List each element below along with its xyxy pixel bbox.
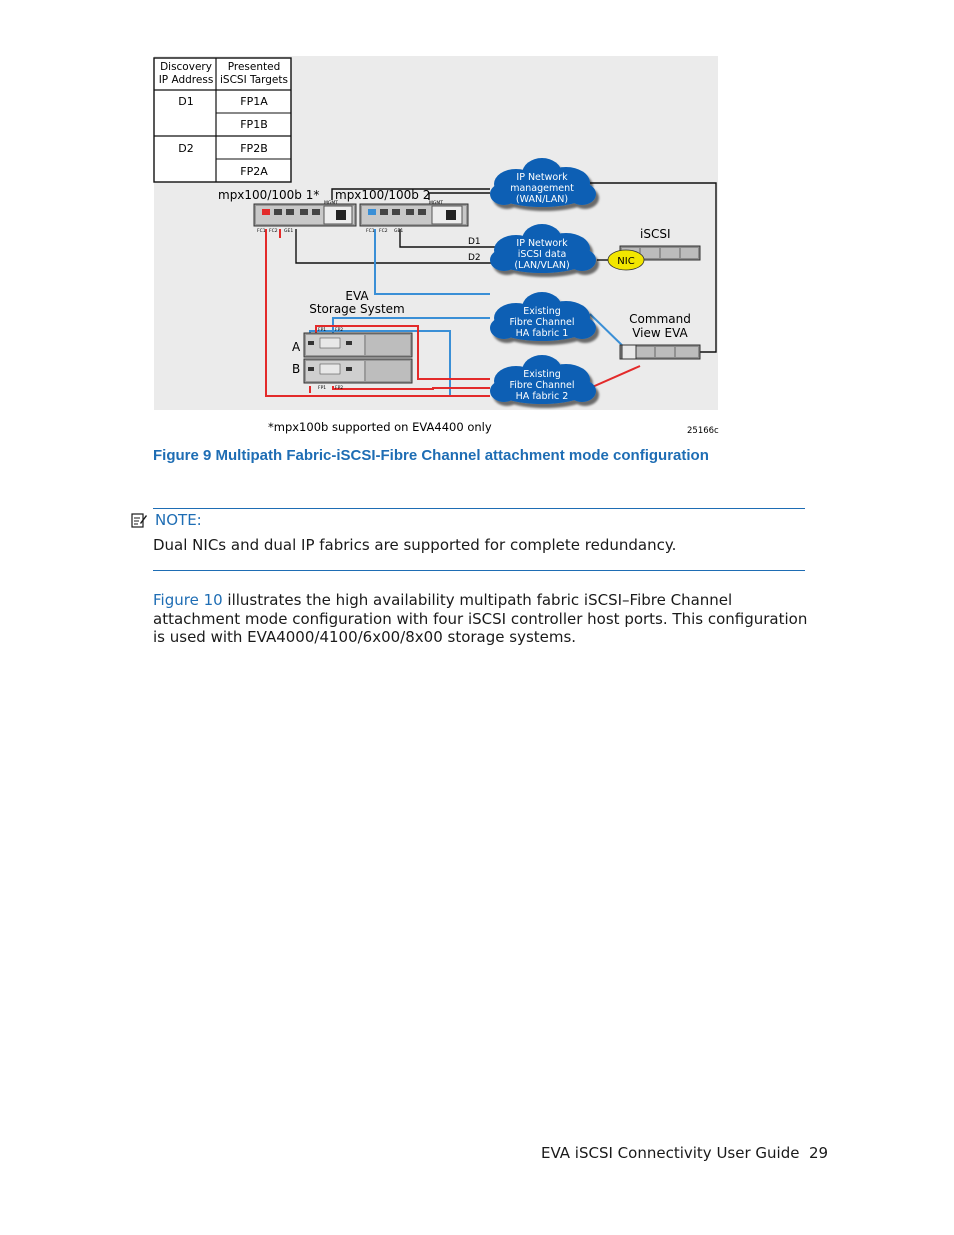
figure-10-link[interactable]: Figure 10 <box>153 591 223 609</box>
controller-a-label: A <box>292 340 301 354</box>
iscsi-host-label: iSCSI <box>640 227 671 241</box>
command-view-label-1: Command <box>629 312 691 326</box>
body-paragraph: Figure 10 illustrates the high availabil… <box>153 591 813 647</box>
note-rule-bottom <box>153 570 805 571</box>
table-cell-fp1b: FP1B <box>240 118 268 131</box>
mpx-router-2: MGMT FC1 FC2 GE1 <box>359 200 469 234</box>
table-cell-d1: D1 <box>178 95 193 108</box>
svg-text:FP1: FP1 <box>318 385 326 391</box>
svg-text:FC2: FC2 <box>269 228 278 234</box>
svg-text:Fibre Channel: Fibre Channel <box>509 380 574 391</box>
cloud-ip-iscsi-data: IP Network iSCSI data (LAN/VLAN) <box>490 224 596 273</box>
table-cell-d2: D2 <box>178 142 193 155</box>
svg-text:FP1: FP1 <box>318 327 326 333</box>
cloud-ip-management: IP Network management (WAN/LAN) <box>490 158 596 207</box>
connection-lines <box>265 182 717 397</box>
table-cell-fp2b: FP2B <box>240 142 268 155</box>
svg-text:HA fabric 1: HA fabric 1 <box>516 328 569 339</box>
connectivity-diagram: Discovery IP Address Presented iSCSI Tar… <box>150 56 720 438</box>
paragraph-text: illustrates the high availability multip… <box>153 591 808 646</box>
eva-controller-b: FP1 FP2 <box>303 358 413 391</box>
footer-page-number: 29 <box>809 1144 829 1162</box>
svg-text:FP2: FP2 <box>335 385 343 391</box>
svg-text:GE1: GE1 <box>394 228 403 234</box>
mpx2-label: mpx100/100b 2 <box>335 188 430 202</box>
table-cell-fp1a: FP1A <box>240 95 268 108</box>
svg-text:MGMT: MGMT <box>324 200 338 206</box>
mpx-router-1: MGMT FC1 FC2 GE1 <box>253 200 357 234</box>
cloud-fabric-2: Existing Fibre Channel HA fabric 2 <box>490 355 596 404</box>
mpx1-label: mpx100/100b 1* <box>218 188 319 202</box>
eva-controller-a: FP1 FP2 <box>303 327 413 358</box>
nic-label: NIC <box>617 256 634 267</box>
table-cell-fp2a: FP2A <box>240 165 268 178</box>
eva-label-line2: Storage System <box>309 302 405 316</box>
table-header-targets-1: Presented <box>228 61 281 73</box>
svg-text:GE1: GE1 <box>284 228 293 234</box>
note-label: NOTE: <box>155 511 202 529</box>
svg-text:(WAN/LAN): (WAN/LAN) <box>516 194 568 205</box>
table-header-discovery-2: IP Address <box>159 74 214 86</box>
svg-text:IP Network: IP Network <box>516 172 568 183</box>
svg-text:FP2: FP2 <box>335 327 343 333</box>
d1-label: D1 <box>468 237 481 247</box>
svg-text:Fibre Channel: Fibre Channel <box>509 317 574 328</box>
note-text: Dual NICs and dual IP fabrics are suppor… <box>153 536 677 554</box>
figure-id: 25166c <box>687 426 719 436</box>
svg-text:Existing: Existing <box>523 369 561 380</box>
svg-text:iSCSI data: iSCSI data <box>518 249 567 260</box>
footer-guide-title: EVA iSCSI Connectivity User Guide <box>541 1144 800 1162</box>
note-icon <box>131 513 147 528</box>
svg-text:MGMT: MGMT <box>429 200 443 206</box>
command-view-label-2: View EVA <box>632 326 688 340</box>
eva-label-line1: EVA <box>345 289 369 303</box>
figure-caption: Figure 9 Multipath Fabric-iSCSI-Fibre Ch… <box>153 447 709 464</box>
figure-footnote: *mpx100b supported on EVA4400 only <box>268 420 492 434</box>
svg-text:IP Network: IP Network <box>516 238 568 249</box>
svg-text:FC1: FC1 <box>257 228 266 234</box>
svg-text:(LAN/VLAN): (LAN/VLAN) <box>514 260 569 271</box>
cloud-fabric-1: Existing Fibre Channel HA fabric 1 <box>490 292 596 341</box>
svg-text:FC2: FC2 <box>379 228 388 234</box>
svg-text:FC1: FC1 <box>366 228 375 234</box>
nic-adapter: NIC <box>607 249 645 271</box>
table-header-targets-2: iSCSI Targets <box>220 74 288 86</box>
discovery-table: Discovery IP Address Presented iSCSI Tar… <box>153 57 292 183</box>
svg-text:HA fabric 2: HA fabric 2 <box>516 391 569 402</box>
note-rule-top <box>153 508 805 509</box>
svg-text:management: management <box>510 183 574 194</box>
controller-b-label: B <box>292 362 300 376</box>
command-view-server <box>619 344 701 360</box>
table-header-discovery-1: Discovery <box>160 61 212 73</box>
svg-text:Existing: Existing <box>523 306 561 317</box>
d2-label: D2 <box>468 253 481 263</box>
